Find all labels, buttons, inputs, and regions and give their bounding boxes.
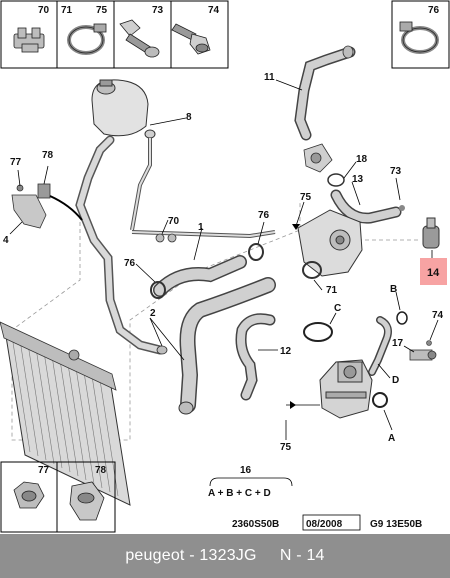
callout-11: 11 bbox=[264, 72, 275, 83]
callout-76: 76 bbox=[428, 5, 440, 16]
exploded-view-svg: 70 71 75 73 74 76 8 bbox=[0, 0, 450, 533]
callout-16: 16 bbox=[240, 465, 252, 476]
callout-13: 13 bbox=[352, 174, 364, 185]
callout-b: B bbox=[390, 284, 397, 295]
clip-78-icon bbox=[69, 481, 105, 521]
callout-17: 17 bbox=[392, 338, 404, 349]
callout-d: D bbox=[392, 375, 399, 386]
bottom-legend-boxes bbox=[0, 461, 116, 533]
clip-70-icon bbox=[13, 27, 45, 53]
callout-73: 73 bbox=[152, 5, 164, 16]
callout-76-mid: 76 bbox=[258, 210, 270, 221]
callout-c: C bbox=[334, 303, 341, 314]
callout-77-bottom: 77 bbox=[38, 465, 50, 476]
bolt-73-icon bbox=[119, 19, 160, 58]
callout-73-right: 73 bbox=[390, 166, 402, 177]
ref-code-right: G9 13E50B bbox=[370, 519, 422, 530]
callout-1: 1 bbox=[198, 222, 204, 233]
callout-18: 18 bbox=[356, 154, 368, 165]
formula-text: A + B + C + D bbox=[208, 488, 271, 499]
callout-8: 8 bbox=[186, 112, 192, 123]
heat-exchanger bbox=[319, 359, 373, 419]
expansion-tank bbox=[91, 79, 156, 139]
callout-a: A bbox=[388, 433, 395, 444]
footer-part-number: 1323JG bbox=[199, 547, 257, 564]
dashed-outline bbox=[11, 200, 301, 441]
ref-date-box bbox=[302, 514, 361, 531]
callout-74: 74 bbox=[208, 5, 220, 16]
callout-14: 14 bbox=[427, 267, 440, 279]
thermostat-housing bbox=[297, 209, 363, 279]
seal-b bbox=[396, 311, 408, 325]
part-14-connector bbox=[422, 217, 440, 249]
callout-71: 71 bbox=[61, 5, 73, 16]
hose-clamp-71-icon bbox=[67, 23, 107, 55]
radiator bbox=[0, 321, 131, 506]
bolt-74-icon bbox=[171, 23, 211, 55]
callout-75: 75 bbox=[96, 5, 108, 16]
callout-75-bottom: 75 bbox=[280, 442, 292, 453]
nut-77-icon bbox=[13, 481, 45, 509]
ref-date: 08/2008 bbox=[306, 519, 343, 530]
callout-71-mid: 71 bbox=[326, 285, 338, 296]
callout-78-bottom: 78 bbox=[95, 465, 107, 476]
hose-clamp-76-icon bbox=[399, 21, 439, 54]
callout-76-left: 76 bbox=[124, 258, 136, 269]
callout-74-right: 74 bbox=[432, 310, 444, 321]
footer-brand: peugeot bbox=[125, 547, 185, 564]
sensor-17 bbox=[409, 349, 437, 361]
footer-bar: peugeot - 1323JG N - 14 bbox=[0, 534, 450, 578]
top-legend-boxes bbox=[0, 0, 450, 69]
highlight-14 bbox=[420, 258, 447, 285]
fitting bbox=[303, 143, 333, 173]
ref-code-left: 2360S50B bbox=[232, 519, 279, 530]
seal-c bbox=[303, 322, 333, 342]
callout-78-left: 78 bbox=[42, 150, 54, 161]
callout-2: 2 bbox=[150, 308, 156, 319]
pipe-d bbox=[368, 316, 392, 376]
callout-77-left: 77 bbox=[10, 157, 22, 168]
callout-75-mid: 75 bbox=[300, 192, 312, 203]
callout-70-mid: 70 bbox=[168, 216, 180, 227]
callout-70: 70 bbox=[38, 5, 50, 16]
callout-12: 12 bbox=[280, 346, 292, 357]
bracket-4 bbox=[11, 183, 51, 229]
footer-position: N - 14 bbox=[279, 547, 325, 564]
callout-4: 4 bbox=[3, 235, 9, 246]
